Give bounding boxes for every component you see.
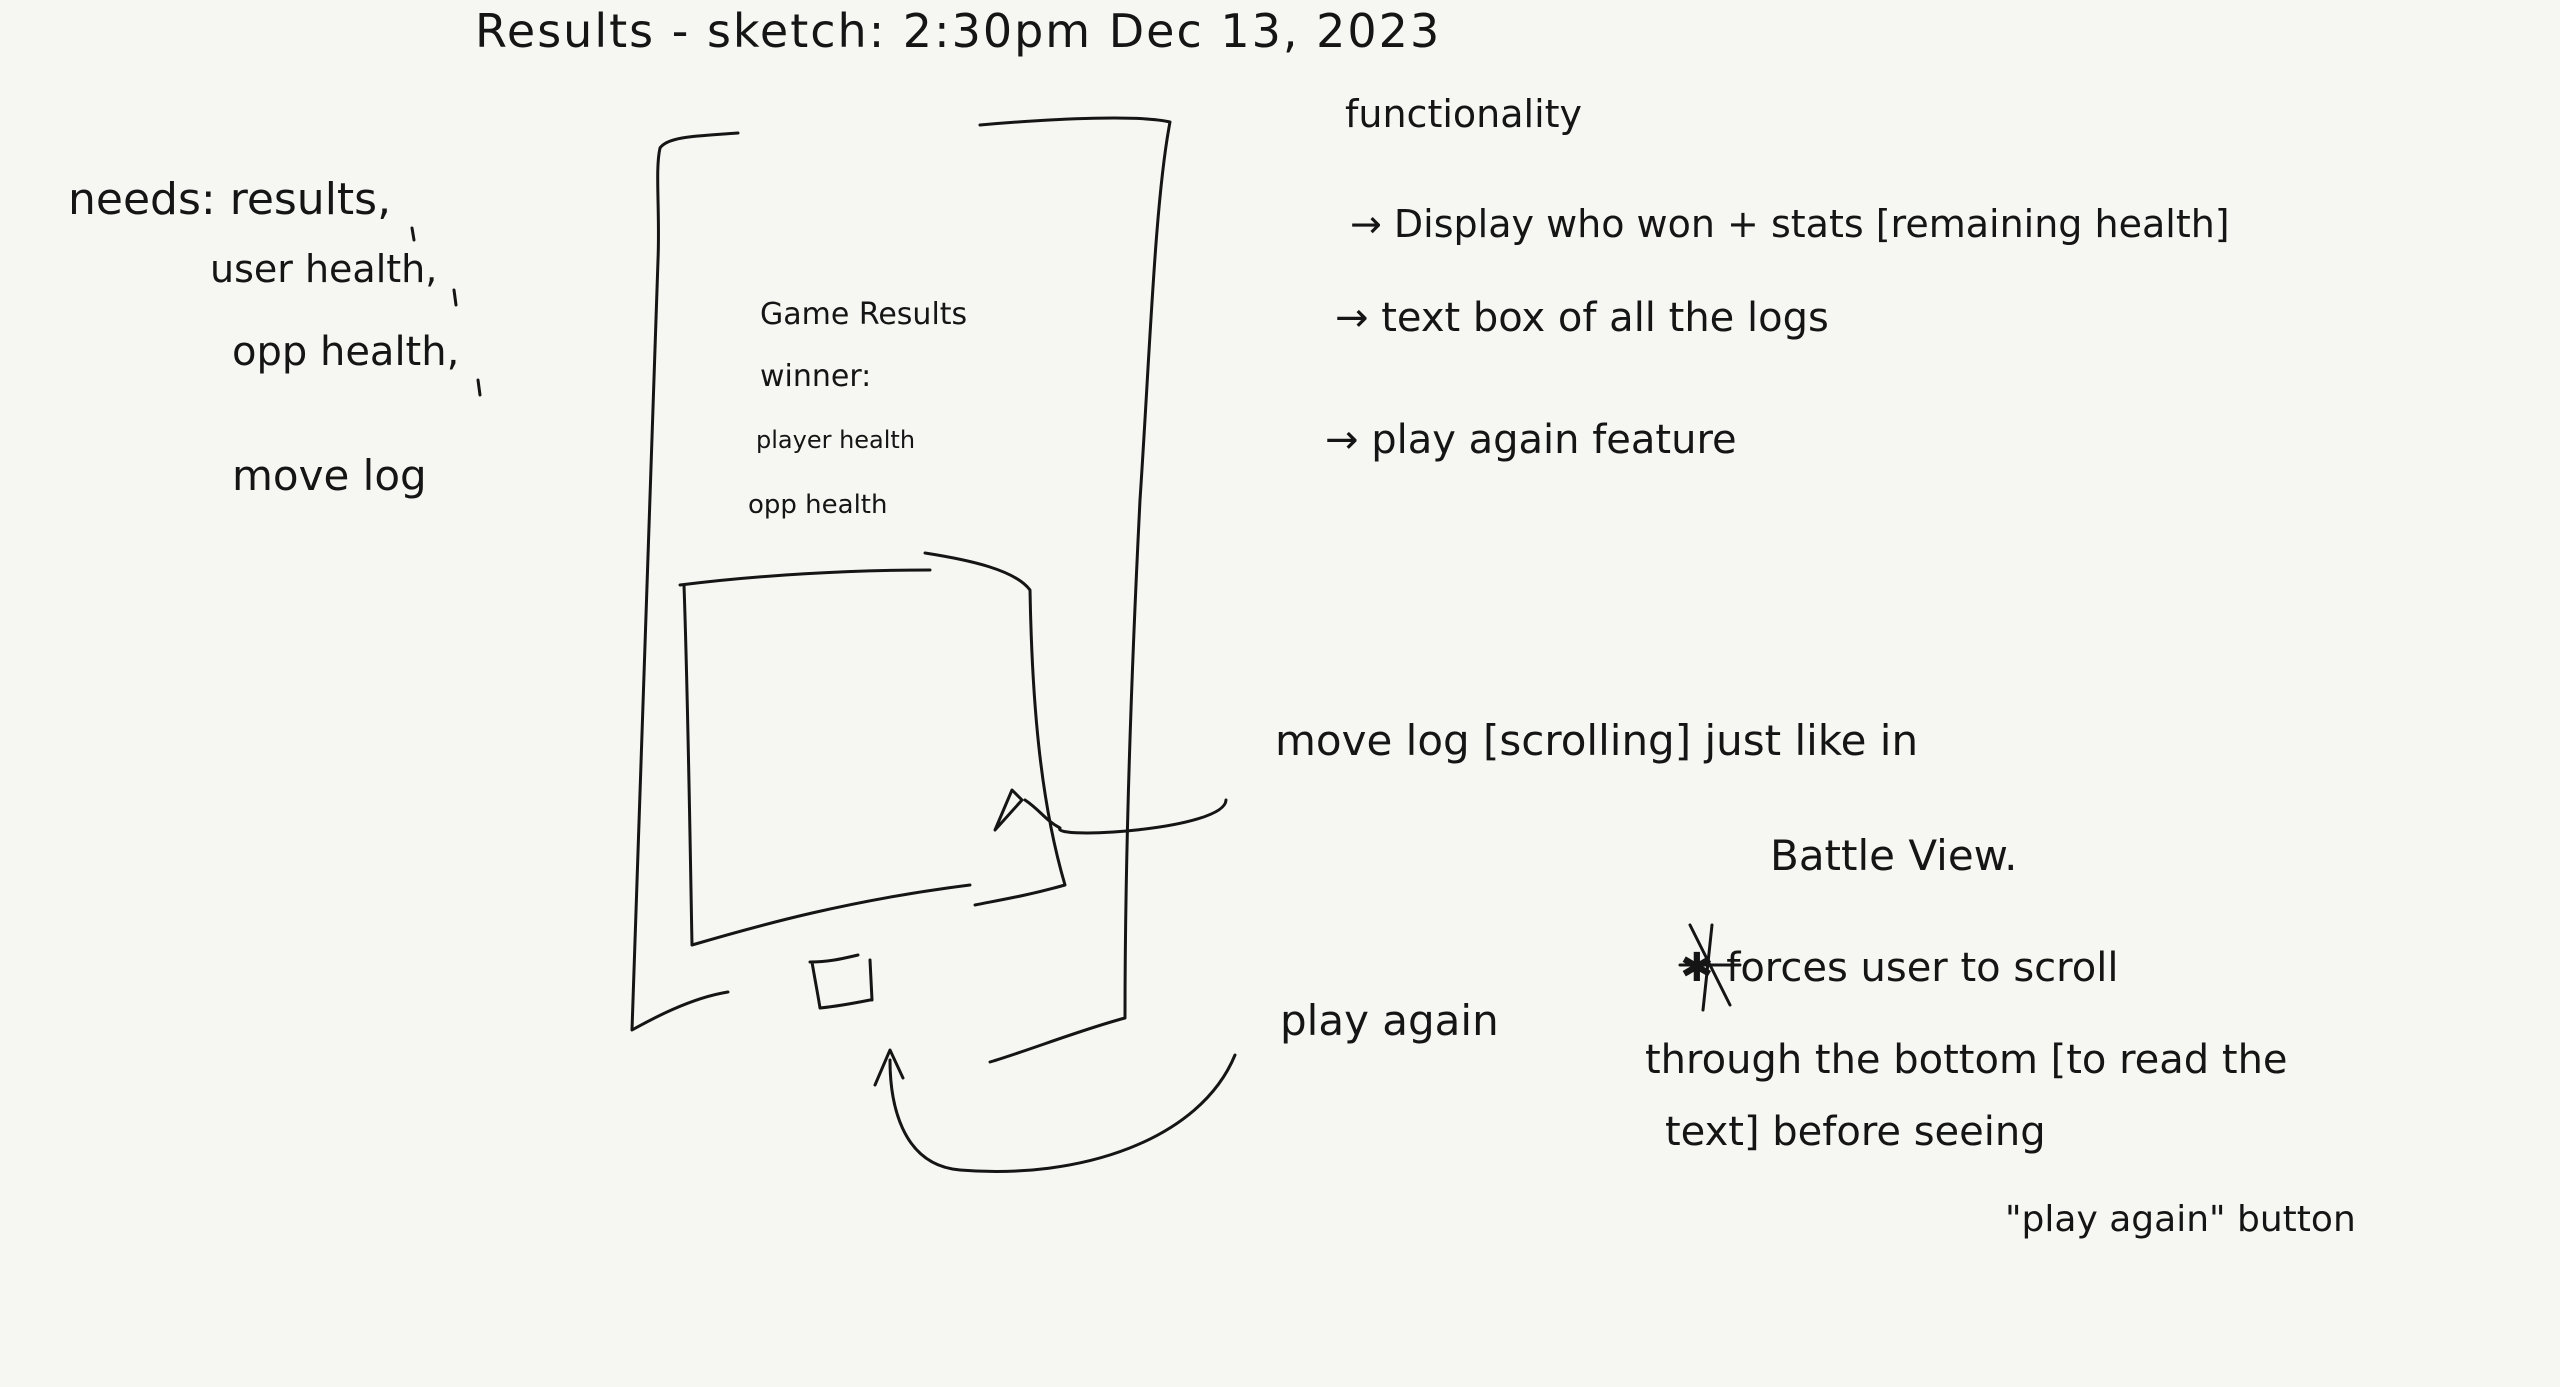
functionality-heading: functionality (1345, 92, 1583, 136)
needs-move-log: move log (232, 451, 427, 500)
asterisk-mark (1678, 923, 1742, 1012)
phone-player-health-label: player health (756, 426, 916, 454)
needs-user-health: user health, (210, 247, 438, 291)
move-log-box-left (682, 583, 972, 947)
play-again-arrow (888, 1053, 1237, 1174)
needs-tick-1 (410, 226, 416, 242)
scroll-note: text] before seeing (1665, 1109, 2046, 1155)
play-again-button-sketch (808, 953, 874, 1010)
phone-outline (630, 131, 740, 1032)
phone-outline-right (978, 116, 1172, 1064)
move-log-box (678, 568, 932, 587)
scroll-note: ✱ forces user to scroll (1680, 945, 2119, 991)
functionality-item: → play again feature (1325, 417, 1737, 463)
page-title: Results - sketch: 2:30pm Dec 13, 2023 (475, 4, 1442, 58)
phone-winner-label: winner: (760, 359, 872, 394)
needs-tick-3 (476, 378, 482, 397)
phone-opp-health-label: opp health (748, 490, 888, 520)
needs-label: needs: results, (68, 174, 392, 225)
play-again-arrow-head (873, 1048, 905, 1087)
move-log-box-right (923, 551, 1067, 907)
phone-game-results-label: Game Results (760, 297, 968, 332)
functionality-item: → Display who won + stats [remaining hea… (1350, 202, 2230, 246)
move-log-arrow (1023, 798, 1228, 835)
move-log-annotation: move log [scrolling] just like in (1275, 716, 1919, 765)
needs-tick-2 (452, 288, 458, 307)
functionality-item: → text box of all the logs (1335, 295, 1829, 341)
play-again-annotation: play again (1280, 996, 1499, 1045)
needs-opp-health: opp health, (232, 329, 460, 375)
scroll-note: "play again" button (2005, 1199, 2356, 1240)
scroll-note: through the bottom [to read the (1645, 1037, 2288, 1083)
move-log-arrow-head (993, 788, 1024, 832)
move-log-annotation-cont: Battle View. (1770, 831, 2018, 880)
